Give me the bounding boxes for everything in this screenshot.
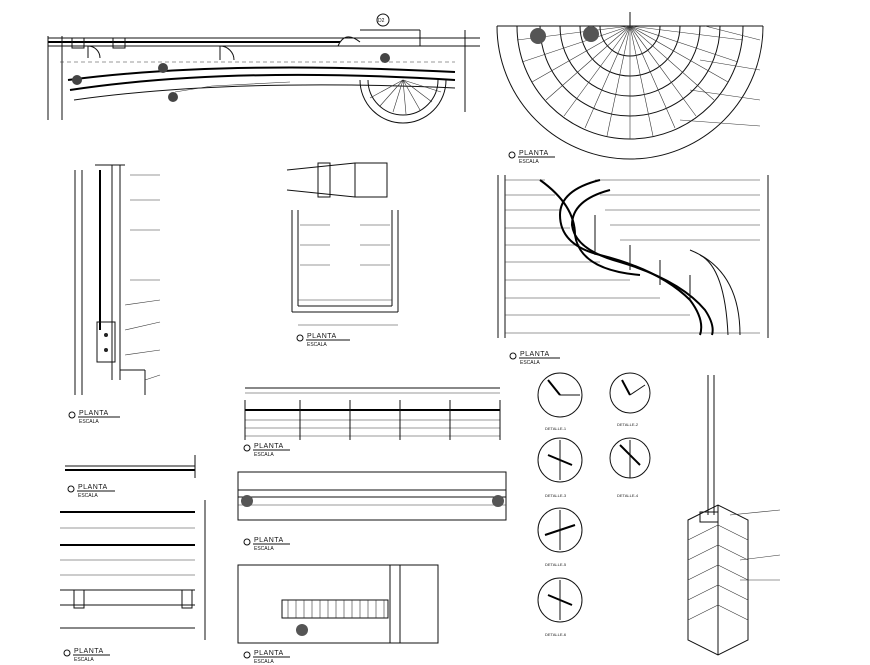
stair-elevation-drawing: PLANTA ESCALA (497, 175, 769, 366)
rail-section-scale: ESCALA (79, 419, 99, 425)
rail-elevation-scale: ESCALA (254, 452, 274, 458)
bottom-center-drawing: PLANTA ESCALA (237, 564, 439, 665)
rail-plan-drawing: PLANTA ESCALA (237, 471, 507, 552)
channel-detail-drawing: PLANTA ESCALA (286, 162, 399, 348)
detail-6: DETALLE-6 (537, 577, 583, 637)
grid-scale: ESCALA (74, 657, 94, 663)
channel-detail-title: PLANTA (307, 333, 337, 340)
rail-elevation-drawing: PLANTA ESCALA (243, 387, 501, 458)
rail-plan-title: PLANTA (254, 537, 284, 544)
mid-small-title: PLANTA (78, 484, 108, 491)
rail-section-drawing: PLANTA ESCALA (68, 164, 161, 425)
bottom-center-title: PLANTA (254, 650, 284, 657)
channel-detail-scale: ESCALA (307, 342, 327, 348)
detail-4-label: DETALLE-4 (617, 493, 639, 498)
stair-elevation-title: PLANTA (520, 351, 550, 358)
rail-plan-scale: ESCALA (254, 546, 274, 552)
mid-small-scale: ESCALA (78, 493, 98, 499)
section-marker-label: D2 (378, 18, 385, 24)
detail-2: DETALLE-2 (609, 372, 651, 427)
tread-lines (287, 600, 385, 618)
detail-4: DETALLE-4 (609, 437, 651, 498)
detail-1-label: DETALLE-1 (545, 426, 567, 431)
fan-plan-drawing: PLANTA ESCALA (496, 12, 764, 165)
rail-section-title: PLANTA (79, 410, 109, 417)
detail-circles: DETALLE-1 DETALLE-2 DETALLE-3 DETALLE-4 … (537, 372, 651, 637)
isometric-post-drawing (687, 375, 781, 656)
mid-small-drawing: PLANTA ESCALA (65, 455, 196, 499)
stair-elevation-scale: ESCALA (520, 360, 540, 366)
elevation-horizontals (505, 179, 760, 334)
detail-5-label: DETALLE-5 (545, 562, 567, 567)
detail-1: DETALLE-1 (537, 372, 583, 431)
fan-plan-title: PLANTA (519, 150, 549, 157)
bottom-center-scale: ESCALA (254, 659, 274, 665)
detail-3-label: DETALLE-3 (545, 493, 567, 498)
grid-title: PLANTA (74, 648, 104, 655)
detail-5: DETALLE-5 (537, 507, 583, 567)
rail-elevation-title: PLANTA (254, 443, 284, 450)
stair-plan-drawing: D2 (47, 13, 480, 124)
detail-6-label: DETALLE-6 (545, 632, 567, 637)
detail-2-label: DETALLE-2 (617, 422, 639, 427)
section-marker (376, 13, 390, 27)
detail-3: DETALLE-3 (537, 437, 583, 498)
grid-bottom-left-drawing: PLANTA ESCALA (60, 500, 206, 663)
fan-plan-scale: ESCALA (519, 159, 539, 165)
